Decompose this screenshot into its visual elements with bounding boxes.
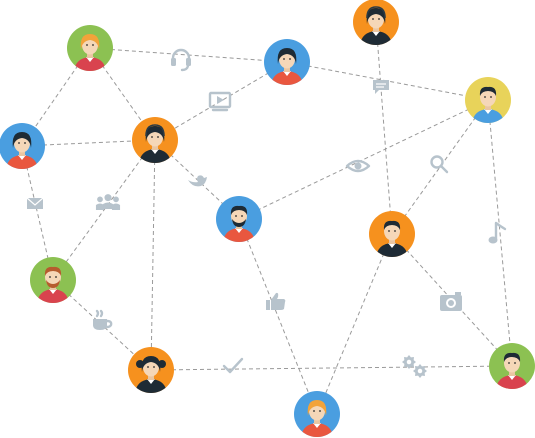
avatar-man-yellow (465, 77, 511, 123)
checkmark-icon (222, 357, 244, 374)
music-note-icon (488, 221, 507, 244)
coffee-cup-icon (93, 309, 113, 330)
edges-layer (21, 21, 513, 415)
edge-p10-p12 (150, 365, 513, 371)
avatar-woman-blonde (294, 391, 340, 437)
avatar-man-orange (369, 211, 415, 257)
edge-p6-p10 (150, 139, 156, 371)
chat-bubble-icon (373, 80, 389, 94)
gears-icon (402, 355, 427, 378)
avatar-man-beard (216, 196, 262, 242)
edge-p8-p12 (391, 233, 513, 367)
group-icon (95, 194, 121, 210)
edge-p7-p11 (238, 218, 318, 415)
avatar-woman-headband (353, 0, 399, 45)
edge-p2-p4 (286, 61, 489, 101)
avatar-woman-headset (132, 117, 178, 163)
edge-p4-p7 (238, 99, 489, 220)
headset-icon (171, 48, 191, 72)
avatar-woman-green (67, 25, 113, 71)
avatar-girl-pigtails (128, 347, 174, 393)
edge-p4-p12 (487, 99, 513, 367)
camera-icon (440, 292, 462, 311)
magnifier-icon (430, 155, 449, 174)
edge-p8-p11 (316, 233, 393, 415)
avatar-man-beard-green (30, 257, 76, 303)
avatar-man-green (489, 343, 535, 389)
eye-icon (345, 159, 371, 173)
icons-layer (26, 48, 507, 378)
bird-icon (188, 175, 207, 187)
envelope-icon (26, 197, 44, 209)
edge-p3-p8 (375, 21, 393, 235)
avatar-woman-blue-left (0, 123, 45, 169)
edge-p6-p7 (154, 139, 240, 220)
avatar-woman-blue (264, 39, 310, 85)
edge-p2-p6 (154, 61, 288, 141)
video-player-icon (208, 91, 232, 112)
thumbs-up-icon (266, 292, 286, 310)
